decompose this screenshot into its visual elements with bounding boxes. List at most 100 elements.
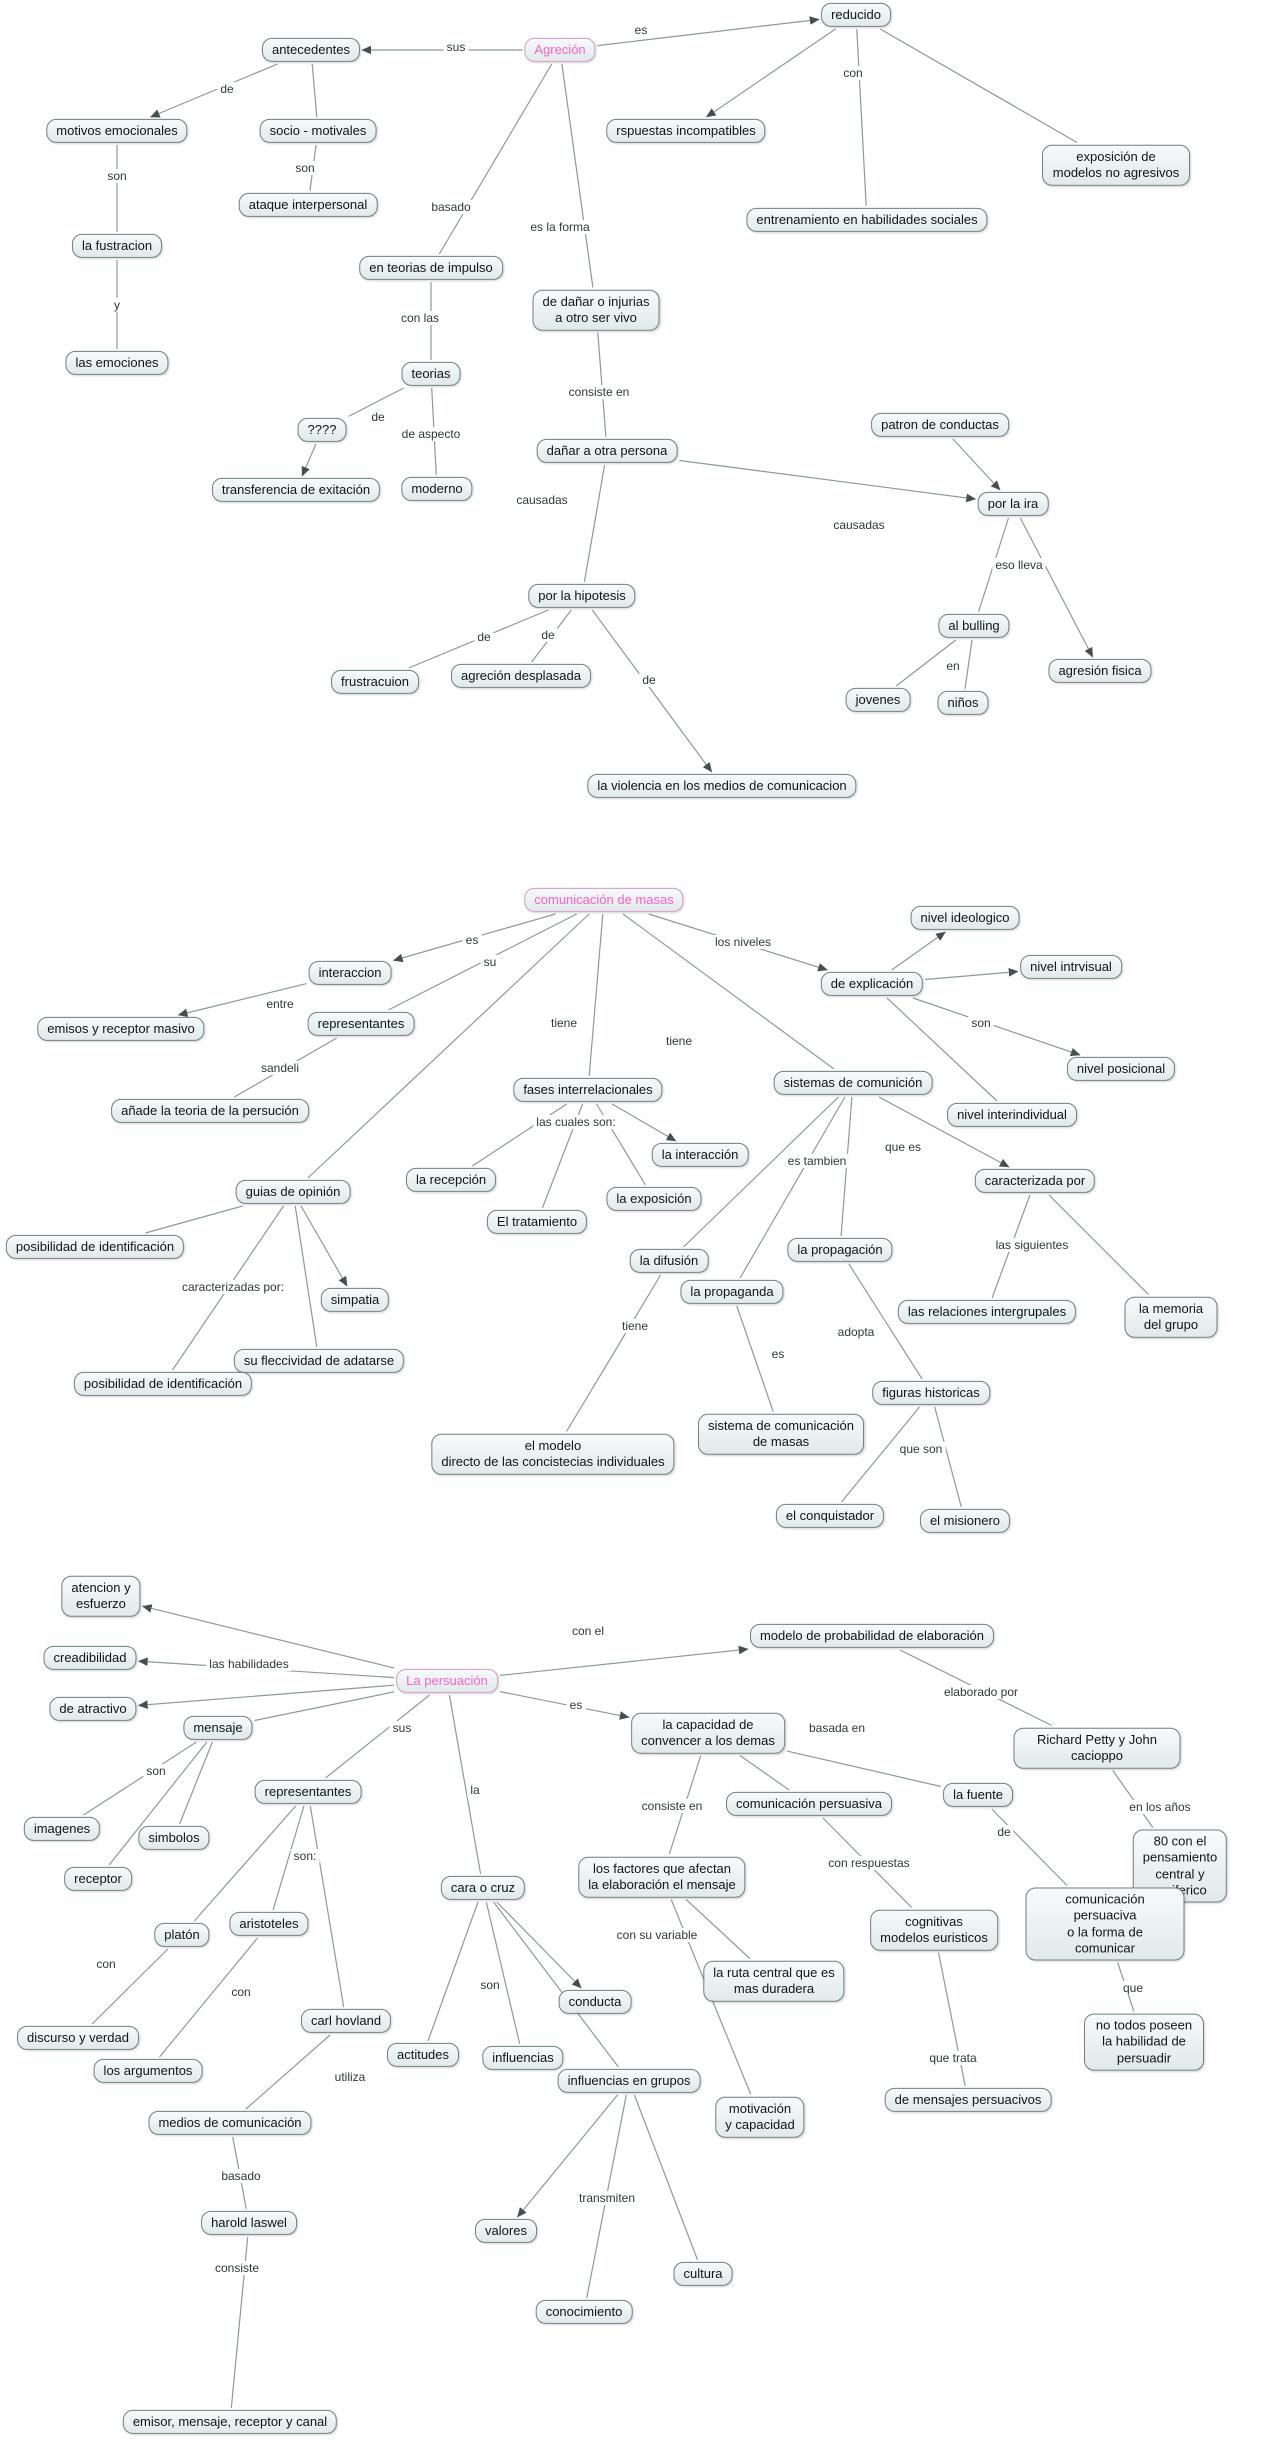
link-label[interactable]: es <box>462 933 482 947</box>
concept-node-emisor[interactable]: emisor, mensaje, receptor y canal <box>122 2409 338 2435</box>
link-label[interactable]: es la forma <box>527 220 593 234</box>
link-label[interactable]: causadas <box>830 518 888 532</box>
link-label[interactable]: sandeli <box>257 1061 303 1075</box>
concept-node-masas[interactable]: comunicación de masas <box>524 887 684 913</box>
concept-node-aristoteles[interactable]: aristoteles <box>229 1911 309 1937</box>
link-label[interactable]: adopta <box>834 1325 878 1339</box>
concept-node-argumentos[interactable]: los argumentos <box>93 2058 203 2084</box>
link-label[interactable]: que es <box>881 1140 925 1154</box>
concept-node-intrvisual[interactable]: nivel intrvisual <box>1020 954 1122 980</box>
link-label[interactable]: que son <box>896 1442 946 1456</box>
concept-node-emociones[interactable]: las emociones <box>65 350 169 376</box>
concept-node-reducido[interactable]: reducido <box>821 2 891 28</box>
link-label[interactable]: la <box>467 1783 483 1797</box>
concept-node-fisica[interactable]: agresión fisica <box>1048 658 1152 684</box>
link-label[interactable]: causadas <box>513 493 571 507</box>
concept-node-emisos[interactable]: emisos y receptor masivo <box>37 1016 205 1042</box>
concept-node-agrecion[interactable]: Agreción <box>524 37 596 63</box>
concept-node-jovenes[interactable]: jovenes <box>845 687 911 713</box>
link-label[interactable]: su <box>480 955 500 969</box>
link-label[interactable]: tiene <box>662 1034 696 1048</box>
link-label[interactable]: son <box>968 1016 994 1030</box>
link-label[interactable]: basada en <box>805 1721 869 1735</box>
link-label[interactable]: en los años <box>1126 1800 1194 1814</box>
concept-node-fustracion[interactable]: la fustracion <box>71 233 163 259</box>
link-label[interactable]: de aspecto <box>398 427 464 441</box>
concept-node-medios[interactable]: medios de comunicación <box>148 2110 312 2136</box>
concept-node-atencion[interactable]: atencion y esfuerzo <box>61 1575 141 1617</box>
concept-node-fuente[interactable]: la fuente <box>943 1782 1013 1808</box>
link-label[interactable]: consiste <box>211 2261 263 2275</box>
link-label[interactable]: son <box>292 161 318 175</box>
concept-node-guias[interactable]: guias de opinión <box>235 1179 351 1205</box>
concept-node-atractivo[interactable]: de atractivo <box>49 1696 137 1722</box>
concept-node-cultura[interactable]: cultura <box>673 2261 733 2287</box>
concept-node-bulling[interactable]: al bulling <box>938 613 1010 639</box>
link-label[interactable]: de <box>368 410 388 424</box>
concept-node-teorias[interactable]: teorias <box>401 361 461 387</box>
link-label[interactable]: con <box>228 1985 254 1999</box>
link-label[interactable]: basado <box>218 2169 264 2183</box>
concept-node-patron[interactable]: patron de conductas <box>871 412 1009 438</box>
link-label[interactable]: son <box>143 1764 169 1778</box>
concept-node-capacidad[interactable]: la capacidad de convencer a los demas <box>631 1712 785 1754</box>
concept-node-propagacion[interactable]: la propagación <box>787 1237 893 1263</box>
concept-node-interaccion[interactable]: interaccion <box>308 960 392 986</box>
concept-node-ideologico[interactable]: nivel ideologico <box>910 905 1020 931</box>
concept-node-anade[interactable]: añade la teoria de la persución <box>111 1098 309 1124</box>
concept-node-caracterizada[interactable]: caracterizada por <box>974 1168 1096 1194</box>
concept-node-richard[interactable]: Richard Petty y John cacioppo <box>1013 1727 1181 1769</box>
concept-node-m_representantes[interactable]: representantes <box>307 1011 415 1037</box>
concept-node-no_todos[interactable]: no todos poseen la habilidad de persuadi… <box>1084 2013 1204 2071</box>
concept-node-fases[interactable]: fases interrelacionales <box>513 1077 663 1103</box>
concept-node-carl[interactable]: carl hovland <box>300 2008 392 2034</box>
concept-node-posibilidad2[interactable]: posibilidad de identificación <box>73 1371 253 1397</box>
concept-node-creadibilidad[interactable]: creadibilidad <box>43 1645 137 1671</box>
concept-node-preguntas[interactable]: ???? <box>297 417 347 443</box>
link-label[interactable]: con las <box>397 311 443 325</box>
concept-node-frustracuion[interactable]: frustracuion <box>331 669 419 695</box>
concept-node-mensaje[interactable]: mensaje <box>183 1715 253 1741</box>
link-label[interactable]: son: <box>290 1849 320 1863</box>
link-label[interactable]: tiene <box>618 1319 652 1333</box>
concept-node-misionero[interactable]: el misionero <box>919 1508 1011 1534</box>
link-label[interactable]: que <box>1119 1981 1147 1995</box>
concept-node-sistemas[interactable]: sistemas de comunición <box>773 1070 933 1096</box>
concept-node-moderno[interactable]: moderno <box>401 476 473 502</box>
link-label[interactable]: con el <box>568 1624 608 1638</box>
link-label[interactable]: transmiten <box>575 2191 639 2205</box>
link-label[interactable]: son <box>104 169 130 183</box>
concept-node-harold[interactable]: harold laswel <box>201 2210 297 2236</box>
concept-node-conquistador[interactable]: el conquistador <box>775 1503 885 1529</box>
concept-node-simpatia[interactable]: simpatia <box>320 1287 390 1313</box>
link-label[interactable]: y <box>111 298 123 312</box>
concept-node-propaganda[interactable]: la propaganda <box>680 1279 784 1305</box>
concept-node-memoria[interactable]: la memoria del grupo <box>1124 1296 1218 1338</box>
link-label[interactable]: es tambien <box>784 1154 850 1168</box>
link-label[interactable]: caracterizadas por: <box>178 1280 288 1294</box>
link-label[interactable]: con su variable <box>613 1928 701 1942</box>
link-label[interactable]: basado <box>428 200 474 214</box>
concept-node-com_persuasiva[interactable]: comunicación persuasiva <box>726 1791 892 1817</box>
link-label[interactable]: las habilidades <box>206 1657 292 1671</box>
concept-node-modelo_prob[interactable]: modelo de probabilidad de elaboración <box>749 1623 995 1649</box>
link-label[interactable]: son <box>477 1978 503 1992</box>
concept-node-actitudes[interactable]: actitudes <box>386 2042 460 2068</box>
concept-node-danar_persona[interactable]: dañar a otra persona <box>536 438 678 464</box>
link-label[interactable]: las siguientes <box>992 1238 1072 1252</box>
link-label[interactable]: tiene <box>547 1016 581 1030</box>
link-label[interactable]: de <box>994 1825 1014 1839</box>
concept-node-exposicion[interactable]: la exposición <box>606 1186 702 1212</box>
concept-node-platon[interactable]: platón <box>154 1922 210 1948</box>
concept-node-tratamiento[interactable]: El tratamiento <box>486 1209 588 1235</box>
concept-node-conocimiento[interactable]: conocimiento <box>535 2299 633 2325</box>
link-label[interactable]: con respuestas <box>825 1856 913 1870</box>
concept-node-hipotesis[interactable]: por la hipotesis <box>528 583 636 609</box>
link-label[interactable]: entre <box>263 997 297 1011</box>
concept-node-fleccividad[interactable]: su fleccividad de adatarse <box>233 1348 405 1374</box>
link-label[interactable]: consiste en <box>638 1799 706 1813</box>
concept-node-antecedentes[interactable]: antecedentes <box>261 37 361 63</box>
link-label[interactable]: elaborado por <box>940 1685 1022 1699</box>
concept-node-difusion[interactable]: la difusión <box>629 1248 709 1274</box>
concept-node-ataque[interactable]: ataque interpersonal <box>238 192 378 218</box>
